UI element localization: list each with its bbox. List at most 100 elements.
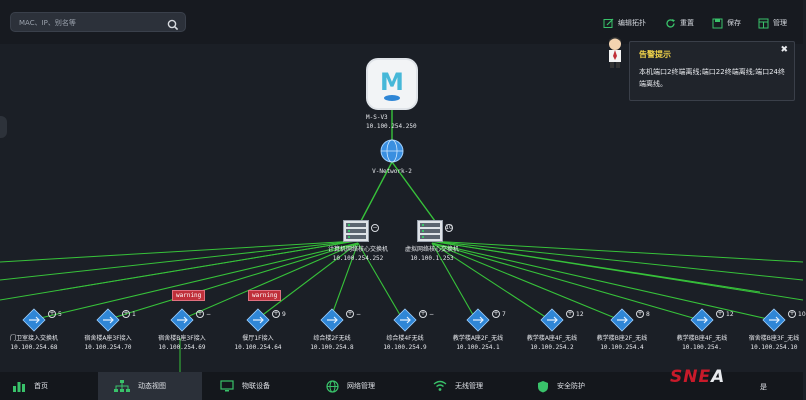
access-device[interactable] <box>170 308 194 332</box>
switch-icon <box>420 223 440 239</box>
access-device[interactable] <box>690 308 714 332</box>
link-core-access <box>357 242 404 321</box>
link-core-access <box>431 242 773 321</box>
assistant-avatar-icon <box>604 36 626 72</box>
nav-tab-label: 首页 <box>34 382 48 390</box>
router-icon <box>466 308 490 332</box>
nav-tab-monitor[interactable]: 物联设备 <box>220 372 282 400</box>
access-device[interactable] <box>393 308 417 332</box>
svg-text:M: M <box>380 68 404 96</box>
link-core-access <box>431 242 477 321</box>
switch-icon <box>346 223 366 239</box>
globe-icon <box>380 139 404 163</box>
core-badge[interactable]: 10 <box>445 224 453 232</box>
search-box <box>10 12 186 32</box>
core-badge[interactable]: − <box>371 224 379 232</box>
device-count-badge[interactable]: +1 <box>122 310 136 318</box>
side-panel-handle[interactable] <box>0 116 7 138</box>
root-device-label: M-S-V3 10.100.254.250 <box>366 113 417 131</box>
access-device[interactable] <box>22 308 46 332</box>
core-switch[interactable] <box>343 220 369 242</box>
access-device[interactable] <box>96 308 120 332</box>
nav-tab-label: 无线管理 <box>455 382 483 390</box>
shield-icon <box>537 380 557 393</box>
globe-icon <box>326 379 347 393</box>
access-device[interactable] <box>320 308 344 332</box>
wifi-icon <box>433 380 455 392</box>
nav-tab-shield[interactable]: 安全防护 <box>537 372 597 400</box>
root-device-name: M-S-V3 <box>366 114 388 121</box>
edit-topology-button[interactable]: 编辑拓扑 <box>603 15 646 31</box>
link-core-access <box>179 242 359 321</box>
manage-button[interactable]: 管理 <box>758 15 787 31</box>
device-count-badge[interactable]: +12 <box>566 310 584 318</box>
save-label: 保存 <box>727 19 741 27</box>
nav-tab-label: 安全防护 <box>557 382 585 390</box>
device-count-badge[interactable]: +12 <box>716 310 734 318</box>
link-core-access <box>255 242 359 321</box>
warning-badge: warning <box>172 290 206 301</box>
router-icon <box>320 308 344 332</box>
monitor-icon <box>220 380 242 392</box>
save-button[interactable]: 保存 <box>712 15 741 31</box>
link-core-access <box>431 242 551 321</box>
link-core-access <box>105 242 359 321</box>
device-count-badge[interactable]: +− <box>419 310 435 318</box>
device-count-badge[interactable]: +10 <box>788 310 806 318</box>
router-icon <box>246 308 270 332</box>
router-icon <box>610 308 634 332</box>
alert-close-icon[interactable]: ✖ <box>780 45 788 55</box>
nav-tab-label: 网络管理 <box>347 382 375 390</box>
network-node[interactable] <box>380 139 404 163</box>
nav-tab-label: 动态视图 <box>138 382 166 390</box>
alert-message: 本机端口2终端离线;端口22终端离线;端口24终端离线。 <box>639 68 785 88</box>
alert-panel: 告警提示 本机端口2终端离线;端口22终端离线;端口24终端离线。 ✖ <box>629 41 795 101</box>
link-core-access <box>431 242 621 321</box>
device-count-badge[interactable]: +8 <box>636 310 650 318</box>
reset-label: 重置 <box>680 19 694 27</box>
device-count-badge[interactable]: +5 <box>48 310 62 318</box>
router-icon <box>690 308 714 332</box>
access-device[interactable] <box>610 308 634 332</box>
link-fan <box>59 240 357 291</box>
bottom-nav: 首页 动态视图 物联设备 网络管理 无线管理 安全防护 <box>0 372 803 400</box>
link-fan <box>429 240 761 293</box>
access-device[interactable] <box>466 308 490 332</box>
nav-tab-wifi[interactable]: 无线管理 <box>433 372 495 400</box>
search-input[interactable] <box>19 15 159 30</box>
nav-tab-topology[interactable]: 动态视图 <box>98 372 202 400</box>
edit-topology-label: 编辑拓扑 <box>618 19 646 27</box>
router-icon <box>540 308 564 332</box>
nav-tab-bar-chart[interactable]: 首页 <box>12 372 60 400</box>
root-device[interactable]: M <box>366 58 418 110</box>
reset-button[interactable]: 重置 <box>665 15 694 31</box>
nav-tab-label: 物联设备 <box>242 382 270 390</box>
network-label: V-Network-2 <box>372 168 412 175</box>
router-icon <box>22 308 46 332</box>
nav-partial-label: 是 <box>760 383 767 391</box>
device-count-badge[interactable]: +9 <box>272 310 286 318</box>
access-device[interactable] <box>762 308 786 332</box>
device-count-badge[interactable]: +− <box>196 310 212 318</box>
access-device[interactable] <box>540 308 564 332</box>
nav-tab-globe[interactable]: 网络管理 <box>326 372 387 400</box>
access-device[interactable] <box>246 308 270 332</box>
grid-icon <box>758 18 769 28</box>
link-fan <box>0 240 357 263</box>
device-count-badge[interactable]: +7 <box>492 310 506 318</box>
alert-title: 告警提示 <box>639 50 671 59</box>
core-switch[interactable] <box>417 220 443 242</box>
search-icon[interactable] <box>167 16 179 35</box>
device-count-badge[interactable]: +− <box>346 310 362 318</box>
bar-chart-icon <box>12 380 34 392</box>
top-bar: 编辑拓扑 重置 保存 管理 <box>0 0 803 44</box>
